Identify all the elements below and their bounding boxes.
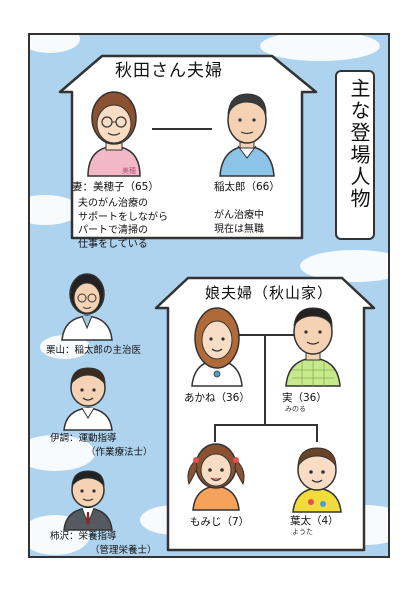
mihoko-note: 夫のがん治療の サポートをしながら パートで清掃の 仕事をしている (78, 198, 168, 250)
kakizawa-role: （管理栄養士） (90, 545, 157, 556)
momiji-name: もみじ（7） (190, 516, 250, 528)
kuriyama-name: 栗山：稲太郎の主治医 (46, 345, 142, 356)
minoru-name: 実（36） (282, 392, 327, 404)
main-characters-title-box: 主な登場人物 (335, 70, 375, 240)
ishirabe-name: 伊調：運動指導 (50, 433, 117, 444)
nutritionist-icon (63, 470, 113, 531)
mihoko-badge: 美穂 (122, 167, 136, 175)
child-drop-left (214, 424, 216, 442)
mihoko-name: 妻：美穂子（65） (72, 181, 159, 193)
akiyama-header: 娘夫婦（秋山家） (205, 284, 334, 302)
minoru-ruby: みのる (285, 405, 306, 413)
boy-face-icon (292, 447, 342, 513)
man-face-icon (285, 307, 341, 387)
family-connector-v (264, 334, 266, 424)
girl-face-icon (187, 443, 245, 511)
cloud (30, 435, 95, 471)
children-connector (214, 424, 318, 426)
doctor-icon (61, 273, 113, 341)
ishirabe-role: （作業療法士） (86, 447, 153, 458)
youta-name: 葉太（4） (290, 515, 339, 527)
therapist-icon (63, 367, 113, 431)
akane-name: あかね（36） (184, 392, 250, 404)
toutaro-note: がん治療中 現在は無職 (214, 210, 264, 235)
cloud (30, 35, 80, 53)
child-drop-right (316, 424, 318, 442)
toutaro-name: 稲太郎（66） (214, 181, 280, 193)
woman-face-icon (191, 307, 243, 387)
main-characters-title: 主な登場人物 (347, 78, 371, 210)
man-face-icon (219, 93, 275, 177)
akita-header: 秋田さん夫婦 (115, 61, 223, 81)
youta-ruby: ようた (292, 528, 313, 536)
cloud (300, 250, 388, 282)
cloud (260, 35, 380, 61)
couple-connector (152, 128, 212, 130)
kakizawa-name: 柿沢：栄養指導 (50, 531, 117, 542)
woman-face-icon (87, 91, 141, 177)
